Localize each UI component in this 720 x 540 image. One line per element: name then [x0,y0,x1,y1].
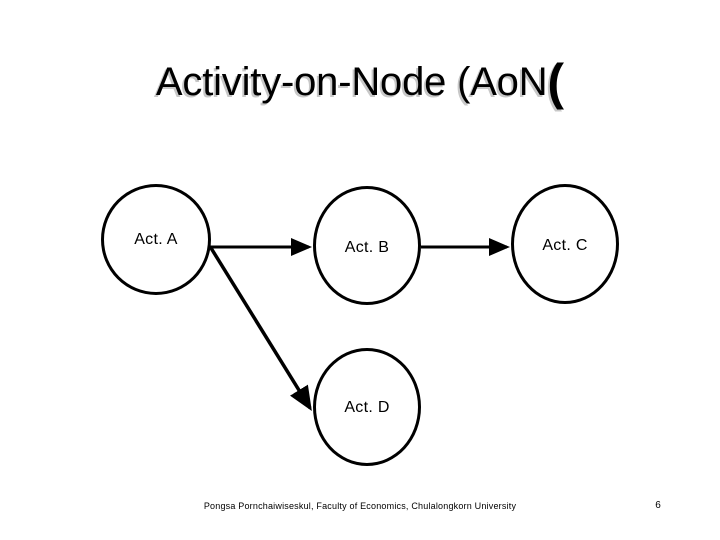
node-act-d[interactable] [313,348,421,466]
node-act-c[interactable] [511,184,619,304]
edge-a-to-d [209,247,312,411]
slide-title-paren-glyph: ( [547,54,565,110]
footer-credit-text: Pongsa Pornchaiwiseskul, Faculty of Econ… [203,501,517,511]
node-act-a[interactable] [101,184,211,295]
slide-title: Activity-on-Node (AoN( [0,57,720,107]
slide-title-text: Activity-on-Node (AoN [155,60,548,104]
node-act-b-label: Act. B [344,239,390,256]
node-act-c-label: Act. C [542,237,588,254]
node-act-d-label: Act. D [344,399,390,416]
footer-page-number: 6 [655,500,661,511]
node-act-b[interactable] [313,186,421,305]
node-act-a-label: Act. A [134,231,178,248]
